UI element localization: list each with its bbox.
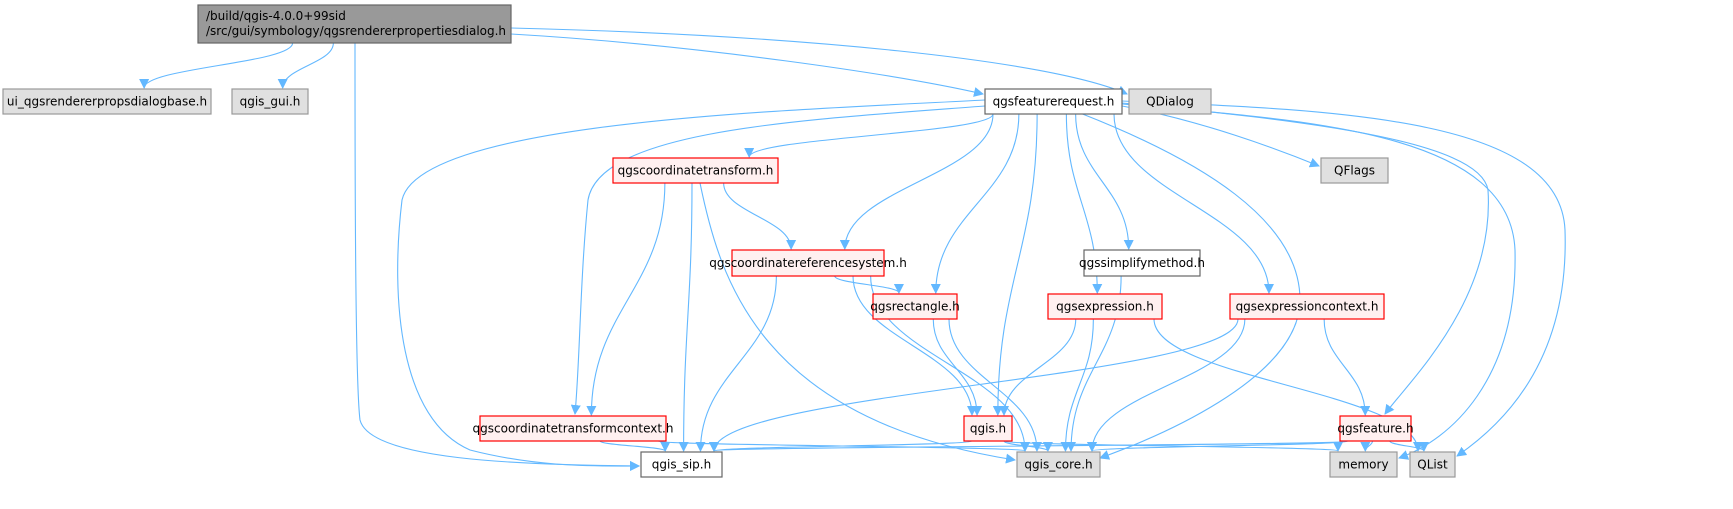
edge-crs-to-sip — [695, 275, 777, 452]
node-sip[interactable]: qgis_sip.h — [640, 451, 723, 478]
edge-qfr-to-ctc — [570, 105, 986, 415]
edge-expr-to-qgis — [999, 318, 1077, 416]
edge-main-to-sip — [354, 42, 640, 471]
node-qdialog[interactable]: QDialog — [1128, 88, 1212, 115]
edge-qfr-to-exprctx — [1113, 113, 1274, 294]
node-label: qgsfeaturerequest.h — [993, 95, 1115, 109]
node-box — [2, 88, 212, 115]
node-box — [1329, 451, 1398, 478]
node-label: qgsrectangle.h — [870, 300, 960, 314]
edge-qfr-to-rect — [930, 113, 1020, 294]
edge-qfr-to-memory — [1121, 103, 1516, 460]
node-label: qgssimplifymethod.h — [1079, 256, 1205, 270]
node-exprctx[interactable]: qgsexpressioncontext.h — [1229, 293, 1385, 320]
edge-qfr-to-core — [1079, 112, 1301, 460]
edge-ctc-to-sip — [599, 440, 671, 452]
node-main[interactable]: /build/qgis-4.0.0+99sid/src/gui/symbolog… — [197, 4, 512, 44]
edge-main-to-ui — [139, 42, 294, 89]
node-qlist[interactable]: QList — [1409, 451, 1456, 478]
node-memory[interactable]: memory — [1329, 451, 1398, 478]
edge-feat-to-memory — [1360, 440, 1374, 452]
node-label: memory — [1338, 458, 1388, 472]
edge-rect-to-qgis — [932, 318, 983, 416]
edge-main-to-qdialog — [510, 27, 1128, 95]
node-qflags[interactable]: QFlags — [1320, 157, 1389, 184]
node-label: qgsexpressioncontext.h — [1236, 300, 1379, 314]
edge-qgis-to-memory — [1003, 440, 1343, 452]
edge-crs-to-rect — [834, 275, 904, 294]
edge-feat-to-qlist — [1389, 440, 1429, 452]
edge-qct-to-sip — [678, 182, 693, 452]
edge-qfr-to-qlist — [1121, 100, 1566, 457]
node-expr[interactable]: qgsexpression.h — [1047, 293, 1163, 320]
node-box — [1409, 451, 1456, 478]
edge-rect-to-core — [948, 318, 1042, 452]
edge-qfr-to-qgis — [992, 113, 1038, 416]
node-label: /build/qgis-4.0.0+99sid — [206, 9, 346, 23]
node-label: qgscoordinatetransform.h — [618, 164, 774, 178]
edge-qct-to-core — [699, 182, 1016, 464]
node-label: qgis_core.h — [1024, 458, 1092, 472]
node-box — [479, 415, 667, 442]
edge-expr-to-core — [1060, 318, 1094, 452]
edge-exprctx-to-core — [1087, 318, 1246, 452]
node-label: qgsfeature.h — [1337, 422, 1413, 436]
node-box — [1320, 157, 1389, 184]
node-label: QList — [1417, 458, 1448, 472]
edge-qfr-to-simp — [1075, 113, 1134, 250]
edge-qct-to-ctc — [586, 182, 666, 416]
node-qgis_gui[interactable]: qgis_gui.h — [231, 88, 309, 115]
node-label: QFlags — [1334, 164, 1375, 178]
node-rect[interactable]: qgsrectangle.h — [870, 293, 960, 320]
edge-feat-to-sip — [710, 440, 1349, 452]
node-label: QDialog — [1146, 95, 1194, 109]
edge-qct-to-crs — [723, 182, 797, 250]
node-label: qgis.h — [970, 422, 1006, 436]
edge-main-to-qgis_gui — [277, 42, 334, 89]
node-label: qgis_sip.h — [652, 458, 711, 472]
node-ctc[interactable]: qgscoordinatetransformcontext.h — [473, 415, 674, 442]
node-simp[interactable]: qgssimplifymethod.h — [1079, 249, 1205, 277]
edges-layer — [139, 27, 1566, 472]
edge-crs-to-qgis — [852, 275, 977, 416]
node-box — [231, 88, 309, 115]
edge-exprctx-to-sip — [709, 318, 1239, 452]
edge-qfr-to-qct — [744, 113, 994, 158]
nodes-layer: /build/qgis-4.0.0+99sid/src/gui/symbolog… — [2, 4, 1456, 478]
node-box — [731, 249, 885, 277]
node-label: qgis_gui.h — [240, 95, 301, 109]
node-box — [963, 415, 1013, 442]
node-box — [1229, 293, 1385, 320]
node-qgis[interactable]: qgis.h — [963, 415, 1013, 442]
edge-main-to-qfr — [510, 33, 984, 97]
node-box — [612, 157, 779, 184]
node-box — [640, 451, 723, 478]
edge-qfr-to-feat — [1121, 102, 1489, 415]
node-box — [197, 4, 512, 44]
node-label: qgscoordinatetransformcontext.h — [473, 422, 674, 436]
edge-feat-to-core — [1087, 440, 1349, 452]
node-label: qgsexpression.h — [1056, 300, 1154, 314]
node-box — [984, 88, 1123, 115]
edge-qfr-to-crs — [839, 113, 994, 250]
edge-exprctx-to-feat — [1323, 318, 1371, 416]
node-label: ui_qgsrendererpropsdialogbase.h — [7, 95, 207, 109]
node-box — [1016, 451, 1101, 478]
node-box — [1128, 88, 1212, 115]
node-crs[interactable]: qgscoordinatereferencesystem.h — [709, 249, 907, 277]
node-qfr[interactable]: qgsfeaturerequest.h — [984, 88, 1123, 115]
node-label: qgscoordinatereferencesystem.h — [709, 256, 907, 270]
node-box — [1083, 249, 1201, 277]
edge-qfr-to-sip — [397, 99, 986, 472]
node-box — [872, 293, 958, 320]
edge-qgis-to-sip — [709, 440, 973, 452]
node-qct[interactable]: qgscoordinatetransform.h — [612, 157, 779, 184]
edge-qfr-to-qflags — [1121, 105, 1320, 168]
node-core[interactable]: qgis_core.h — [1016, 451, 1101, 478]
node-label: /src/gui/symbology/qgsrendererproperties… — [206, 24, 506, 38]
node-ui[interactable]: ui_qgsrendererpropsdialogbase.h — [2, 88, 212, 115]
node-box — [1339, 415, 1412, 442]
node-box — [1047, 293, 1163, 320]
node-feat[interactable]: qgsfeature.h — [1337, 415, 1414, 442]
